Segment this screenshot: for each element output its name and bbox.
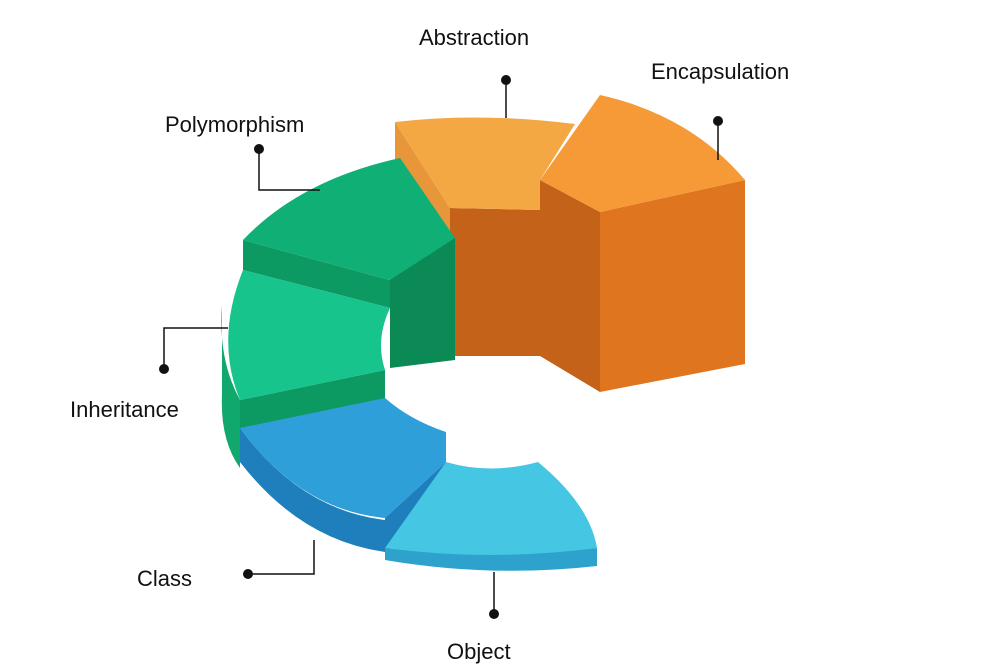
- abstraction-inner-wall: [450, 208, 540, 356]
- segment-abstraction: [395, 117, 575, 356]
- label-object: Object: [447, 639, 511, 664]
- polymorphism-dot: [254, 144, 264, 154]
- object-outer-side: [385, 548, 597, 571]
- segment-inheritance: [221, 270, 390, 468]
- object-dot: [489, 609, 499, 619]
- label-inheritance: Inheritance: [70, 397, 179, 422]
- inheritance-outer-wall: [221, 305, 240, 468]
- encapsulation-top-face: [540, 95, 745, 212]
- class-dot: [243, 569, 253, 579]
- polymorphism-inner-wall: [390, 238, 455, 368]
- callout-polymorphism: [254, 144, 320, 191]
- callout-object: [489, 572, 499, 619]
- abstraction-outer-side: [395, 122, 450, 240]
- callout-inheritance: [159, 327, 228, 374]
- abstraction-top-face: [395, 117, 575, 210]
- callout-abstraction: [501, 75, 511, 118]
- encapsulation-dot: [713, 116, 723, 126]
- polymorphism-top-face: [243, 158, 455, 280]
- segment-polymorphism: [243, 158, 455, 368]
- label-polymorphism: Polymorphism: [165, 112, 305, 137]
- segment-encapsulation: [540, 95, 745, 392]
- abstraction-dot: [501, 75, 511, 85]
- label-abstraction: Abstraction: [419, 25, 530, 50]
- class-top-face: [240, 398, 446, 518]
- callout-encapsulation: [713, 116, 723, 160]
- encapsulation-inner-wall: [540, 180, 600, 392]
- segment-object: [385, 462, 597, 571]
- label-class: Class: [137, 566, 193, 591]
- encapsulation-front-face: [600, 180, 745, 392]
- label-encapsulation: Encapsulation: [651, 59, 790, 84]
- inheritance-dot: [159, 364, 169, 374]
- callout-class: [243, 540, 315, 579]
- polymorphism-front-side: [243, 240, 390, 308]
- class-outer-side: [240, 428, 385, 552]
- polymorphism-leader-line: [258, 149, 320, 191]
- inheritance-front-side: [240, 370, 385, 430]
- class-leader-line: [248, 540, 315, 575]
- inheritance-leader-line: [163, 327, 228, 369]
- object-top-face: [385, 462, 597, 555]
- inheritance-top-face: [228, 270, 390, 400]
